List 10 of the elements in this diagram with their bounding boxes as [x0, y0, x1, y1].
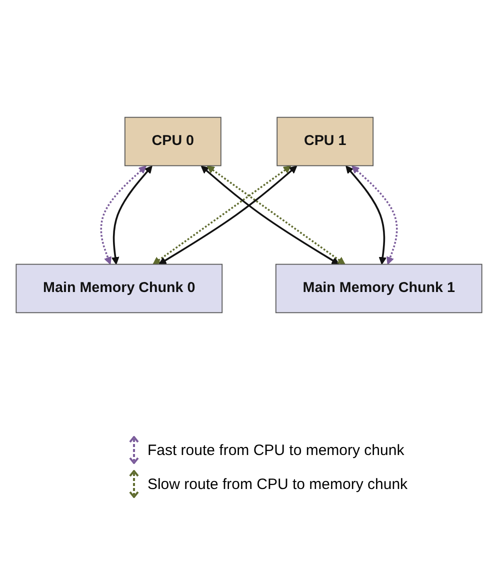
- legend-text: Slow route from CPU to memory chunk: [147, 476, 408, 492]
- legend-text: Fast route from CPU to memory chunk: [147, 442, 404, 458]
- arrow: [351, 166, 398, 265]
- node-box: Main Memory Chunk 0: [15, 264, 222, 314]
- node-box: CPU 1: [276, 116, 374, 166]
- node-box: Main Memory Chunk 1: [274, 264, 482, 314]
- node-box: CPU 0: [124, 116, 221, 166]
- arrow: [100, 166, 146, 265]
- arrow: [345, 166, 386, 265]
- arrow: [110, 166, 152, 265]
